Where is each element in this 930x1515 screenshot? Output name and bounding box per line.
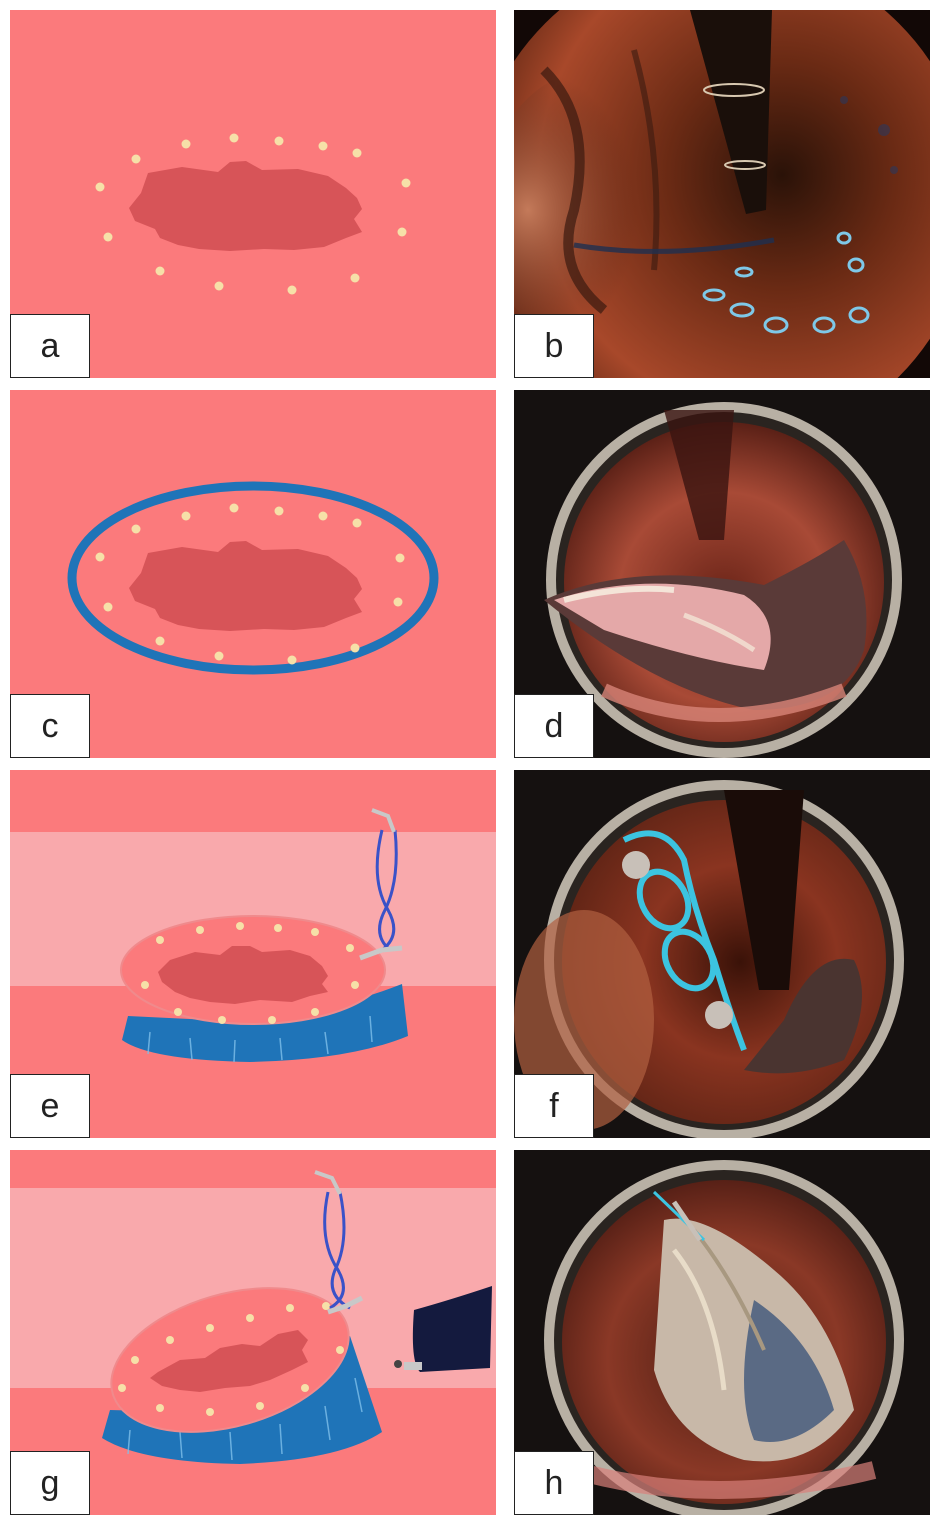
panel-label-e: e bbox=[10, 1074, 90, 1138]
panel-label-b: b bbox=[514, 314, 594, 378]
panel-label-a: a bbox=[10, 314, 90, 378]
panel-f-endoscopic-photo: f bbox=[514, 770, 930, 1138]
panel-label-g: g bbox=[10, 1451, 90, 1515]
panel-label-c: c bbox=[10, 694, 90, 758]
panel-a-illustration: a bbox=[10, 10, 496, 378]
panel-e-illustration: e bbox=[10, 770, 496, 1138]
panel-label-h: h bbox=[514, 1451, 594, 1515]
panel-c-illustration: c bbox=[10, 390, 496, 758]
panel-b-endoscopic-photo: b bbox=[514, 10, 930, 378]
panel-h-endoscopic-photo: h bbox=[514, 1150, 930, 1515]
panel-label-d: d bbox=[514, 694, 594, 758]
panel-d-endoscopic-photo: d bbox=[514, 390, 930, 758]
panel-g-illustration: g bbox=[10, 1150, 496, 1515]
panel-label-f: f bbox=[514, 1074, 594, 1138]
